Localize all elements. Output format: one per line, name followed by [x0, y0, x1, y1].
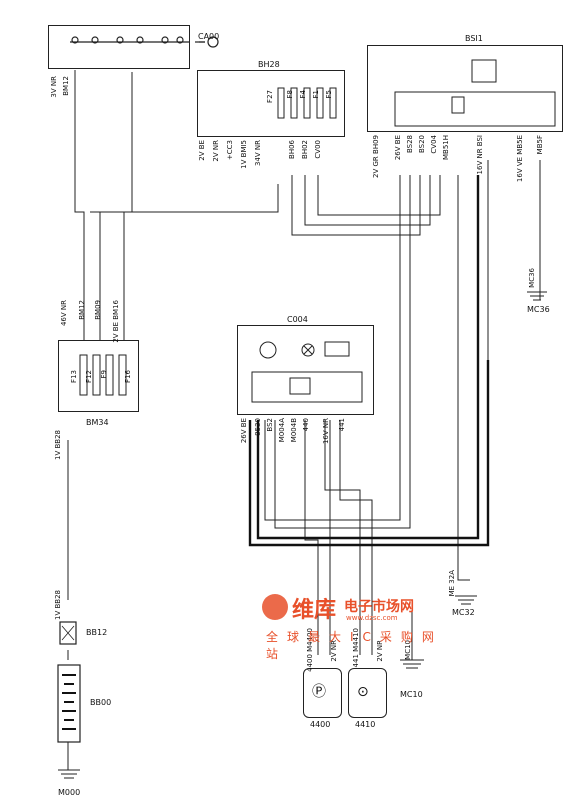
label-4400: 4400	[310, 720, 331, 729]
wire-mc36: MC36	[528, 268, 536, 288]
wire-bm34-4: 2V BE BM16	[112, 300, 120, 343]
wire-c004-7: 16V NR	[322, 418, 330, 445]
wire-ca00-left: 3V NR	[50, 76, 58, 98]
watermark-brand: 维库	[292, 598, 337, 623]
ca00-ignition-switch	[48, 25, 190, 69]
fuse-f1: F1	[312, 90, 320, 99]
watermark: 维库 电子市场网 www.dzsc.com 全球最大IC采购网站	[262, 592, 452, 661]
wire-bsi-5: CV04	[430, 135, 438, 154]
wire-bb28: 1V BB28	[54, 430, 62, 460]
watermark-brand2: 电子市场网	[344, 599, 414, 615]
wire-bsi-1: 2V GR BH09	[372, 135, 380, 178]
wire-bh28-7: BH02	[301, 140, 309, 159]
wire-bh28-2: 2V NR	[212, 140, 220, 162]
watermark-logo-icon	[262, 594, 288, 620]
4400-switch	[303, 668, 342, 718]
label-bh28: BH28	[258, 60, 280, 69]
wire-c004-1: 26V BE	[240, 418, 248, 444]
watermark-sub: 全球最大IC采购网站	[266, 630, 443, 661]
wire-c004-8: 441	[338, 418, 346, 432]
fuse-f4: F4	[299, 90, 307, 99]
bsi1-body-computer	[367, 45, 563, 132]
wire-bm34-1: 46V NR	[60, 300, 68, 327]
4410-switch	[348, 668, 387, 718]
bh28-fuse-box	[197, 70, 345, 137]
wire-bsi-3: BS28	[406, 135, 414, 154]
label-mc36: MC36	[527, 305, 550, 314]
fuse-f5: F5	[325, 90, 333, 99]
watermark-url: www.dzsc.com	[346, 614, 398, 622]
wire-c004-4: M004A	[278, 418, 286, 443]
fuse-f9: F9	[100, 370, 108, 379]
fuse-f27: F27	[266, 90, 274, 103]
wire-bsi-4: BS20	[418, 135, 426, 154]
wire-bm12-top: BM12	[62, 76, 70, 96]
label-bb12: BB12	[86, 628, 108, 637]
wire-c004-6: 440	[302, 418, 310, 432]
fuse-f13: F13	[70, 370, 78, 383]
wire-bh28-5: 34V NR	[254, 140, 262, 167]
wire-bsi-2: 26V BE	[394, 135, 402, 161]
label-mc32: MC32	[452, 608, 475, 617]
label-m000: M000	[58, 788, 81, 797]
label-bsi1: BSI1	[465, 34, 483, 43]
label-4410: 4410	[355, 720, 376, 729]
label-c004: C004	[287, 315, 308, 324]
bm34-fuse-box	[58, 340, 139, 412]
wire-bsi-6: MB51H	[442, 135, 450, 161]
fuse-f8: F8	[286, 90, 294, 99]
c004-instrument-panel	[237, 325, 374, 415]
wire-bsi-8: 16V VE MB5E	[516, 135, 524, 183]
wire-bm34-2: BM12	[78, 300, 86, 320]
label-bm34: BM34	[86, 418, 109, 427]
wire-bh28-3: +CC3	[226, 140, 234, 161]
wire-bsi-7: 16V NR BSI	[476, 135, 484, 175]
wire-bh28-6: BH06	[288, 140, 296, 159]
wire-c004-5: M004B	[290, 418, 298, 443]
wire-bh28-4: 1V BMI5	[240, 140, 248, 169]
label-mc10: MC10	[400, 690, 423, 699]
fuse-f16: F16	[124, 370, 132, 383]
label-bb00: BB00	[90, 698, 112, 707]
wire-c004-2: 8530	[254, 418, 262, 436]
wire-bsi-9: MB5F	[536, 135, 544, 155]
brake-fluid-icon: ⊙	[357, 684, 369, 700]
wire-c004-3: BS2	[266, 418, 274, 432]
wire-bh28-1: 2V BE	[198, 140, 206, 161]
wire-bm34-3: BM09	[94, 300, 102, 320]
label-ca00: CA00	[198, 32, 220, 41]
parking-brake-icon: Ⓟ	[312, 684, 326, 700]
wire-bh28-8: CV00	[314, 140, 322, 159]
wire-bb28-2: 1V BB28	[54, 590, 62, 620]
fuse-f12: F12	[85, 370, 93, 383]
